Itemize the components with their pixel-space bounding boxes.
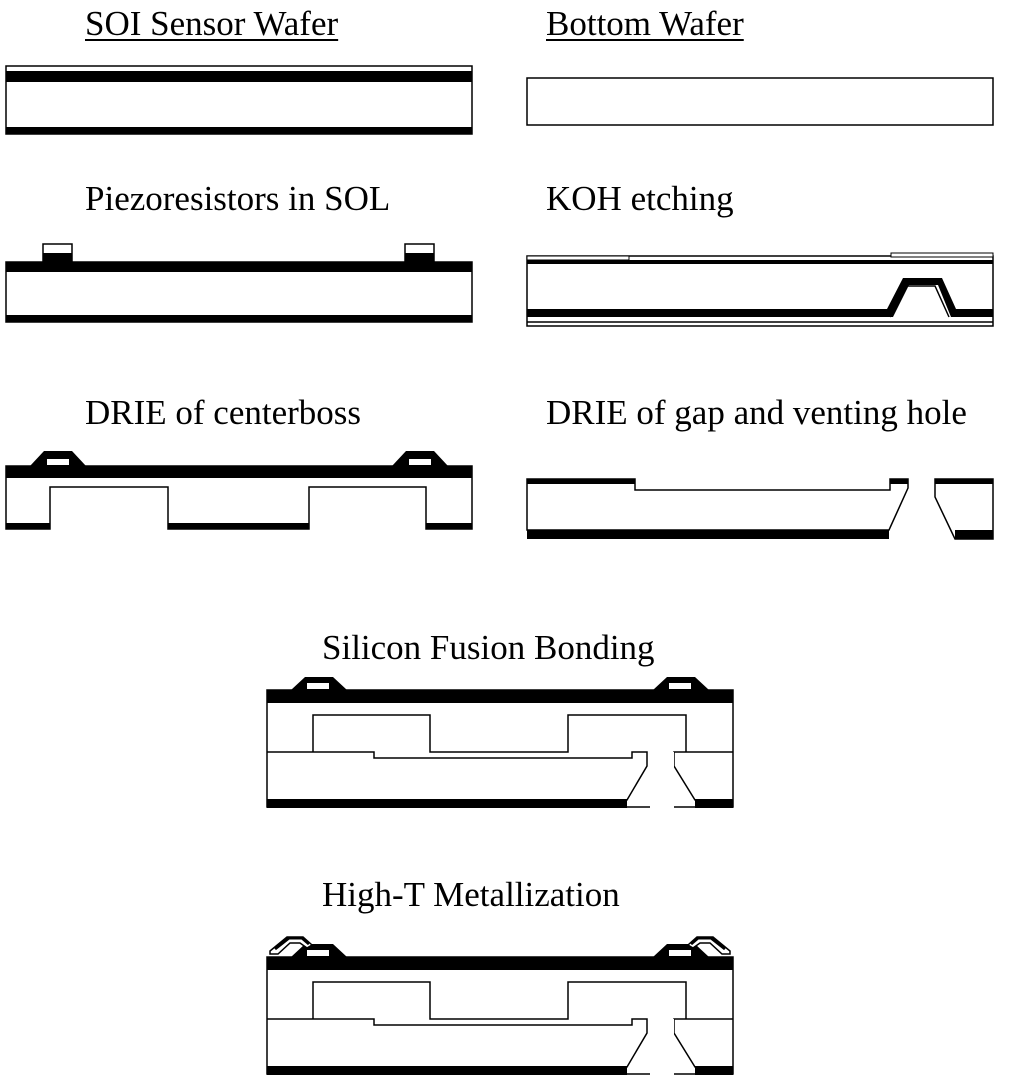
metal-gap-outline xyxy=(267,1018,648,1068)
bottom-wafer-section xyxy=(526,77,994,126)
bonded-bottom-oxide-right xyxy=(695,799,733,808)
metal-bottom-oxide-right xyxy=(695,1066,733,1075)
gap-right-bottom-oxide xyxy=(955,530,993,539)
centerboss-piezo-left-core xyxy=(47,459,69,465)
gap-mesa-oxide xyxy=(890,479,908,484)
backside-oxide-layer xyxy=(6,127,472,134)
piezoresistor-section xyxy=(5,243,473,323)
step-title-soi-sensor-wafer: SOI Sensor Wafer xyxy=(85,4,339,43)
metal-cavity-outline xyxy=(312,981,687,1020)
centerboss-oxide-1 xyxy=(6,523,50,529)
gap-left-body xyxy=(526,478,909,531)
koh-groove-outline xyxy=(889,285,950,318)
koh-etching-section xyxy=(526,252,994,327)
gap-right-top-oxide xyxy=(935,479,993,484)
metal-piezo-left-core xyxy=(307,950,329,956)
step-title-high-t-metallization: High-T Metallization xyxy=(322,875,620,914)
drie-gap-venting-section xyxy=(526,478,994,540)
piezoresistor-left-film xyxy=(43,253,72,262)
metal-contact-left-film xyxy=(274,936,310,951)
step-title-silicon-fusion-bonding: Silicon Fusion Bonding xyxy=(322,628,655,667)
centerboss-oxide-2 xyxy=(168,523,309,529)
metallization-section xyxy=(266,936,734,1075)
step-title-drie-gap-venting: DRIE of gap and venting hole xyxy=(546,393,967,432)
step-title-bottom-wafer: Bottom Wafer xyxy=(546,4,744,43)
soi-sensor-wafer-section xyxy=(5,65,473,135)
centerboss-piezo-right xyxy=(392,451,448,466)
drie-centerboss-section xyxy=(5,451,473,530)
fusion-bonding-section xyxy=(266,677,734,808)
bonded-bottom-oxide-left xyxy=(267,799,627,808)
metal-vent-hole xyxy=(650,1019,674,1075)
bonded-piezo-left-core xyxy=(307,683,329,689)
centerboss-piezo-right-core xyxy=(409,459,431,465)
metal-piezo-right-core xyxy=(669,950,691,956)
metal-top-oxide xyxy=(267,957,733,970)
koh-mask-right xyxy=(890,252,994,258)
bonded-gap-outline xyxy=(267,751,648,801)
bonded-cavity-outline xyxy=(312,714,687,753)
koh-substrate xyxy=(526,255,994,327)
centerboss-top-oxide xyxy=(6,466,472,478)
bottom-wafer-substrate xyxy=(526,77,994,126)
centerboss-oxide-3 xyxy=(426,523,472,529)
koh-mask-left xyxy=(526,255,630,261)
gap-top-oxide xyxy=(527,479,635,484)
step-title-piezoresistors: Piezoresistors in SOL xyxy=(85,179,391,218)
piezoresistor-right-film xyxy=(405,253,434,262)
bonded-top-oxide xyxy=(267,690,733,703)
step-title-drie-centerboss: DRIE of centerboss xyxy=(85,393,362,432)
metal-contact-right-film xyxy=(690,936,726,951)
centerboss-piezo-left xyxy=(30,451,86,466)
piezo-oxide-top xyxy=(6,262,472,272)
koh-top-oxide xyxy=(527,260,993,264)
gap-bottom-oxide xyxy=(527,530,889,539)
step-title-koh-etching: KOH etching xyxy=(546,179,734,218)
metal-bottom-oxide-left xyxy=(267,1066,627,1075)
bonded-vent-hole xyxy=(650,752,674,808)
piezo-oxide-bottom xyxy=(6,315,472,322)
bonded-piezo-right-core xyxy=(669,683,691,689)
buried-oxide-layer xyxy=(6,71,472,82)
